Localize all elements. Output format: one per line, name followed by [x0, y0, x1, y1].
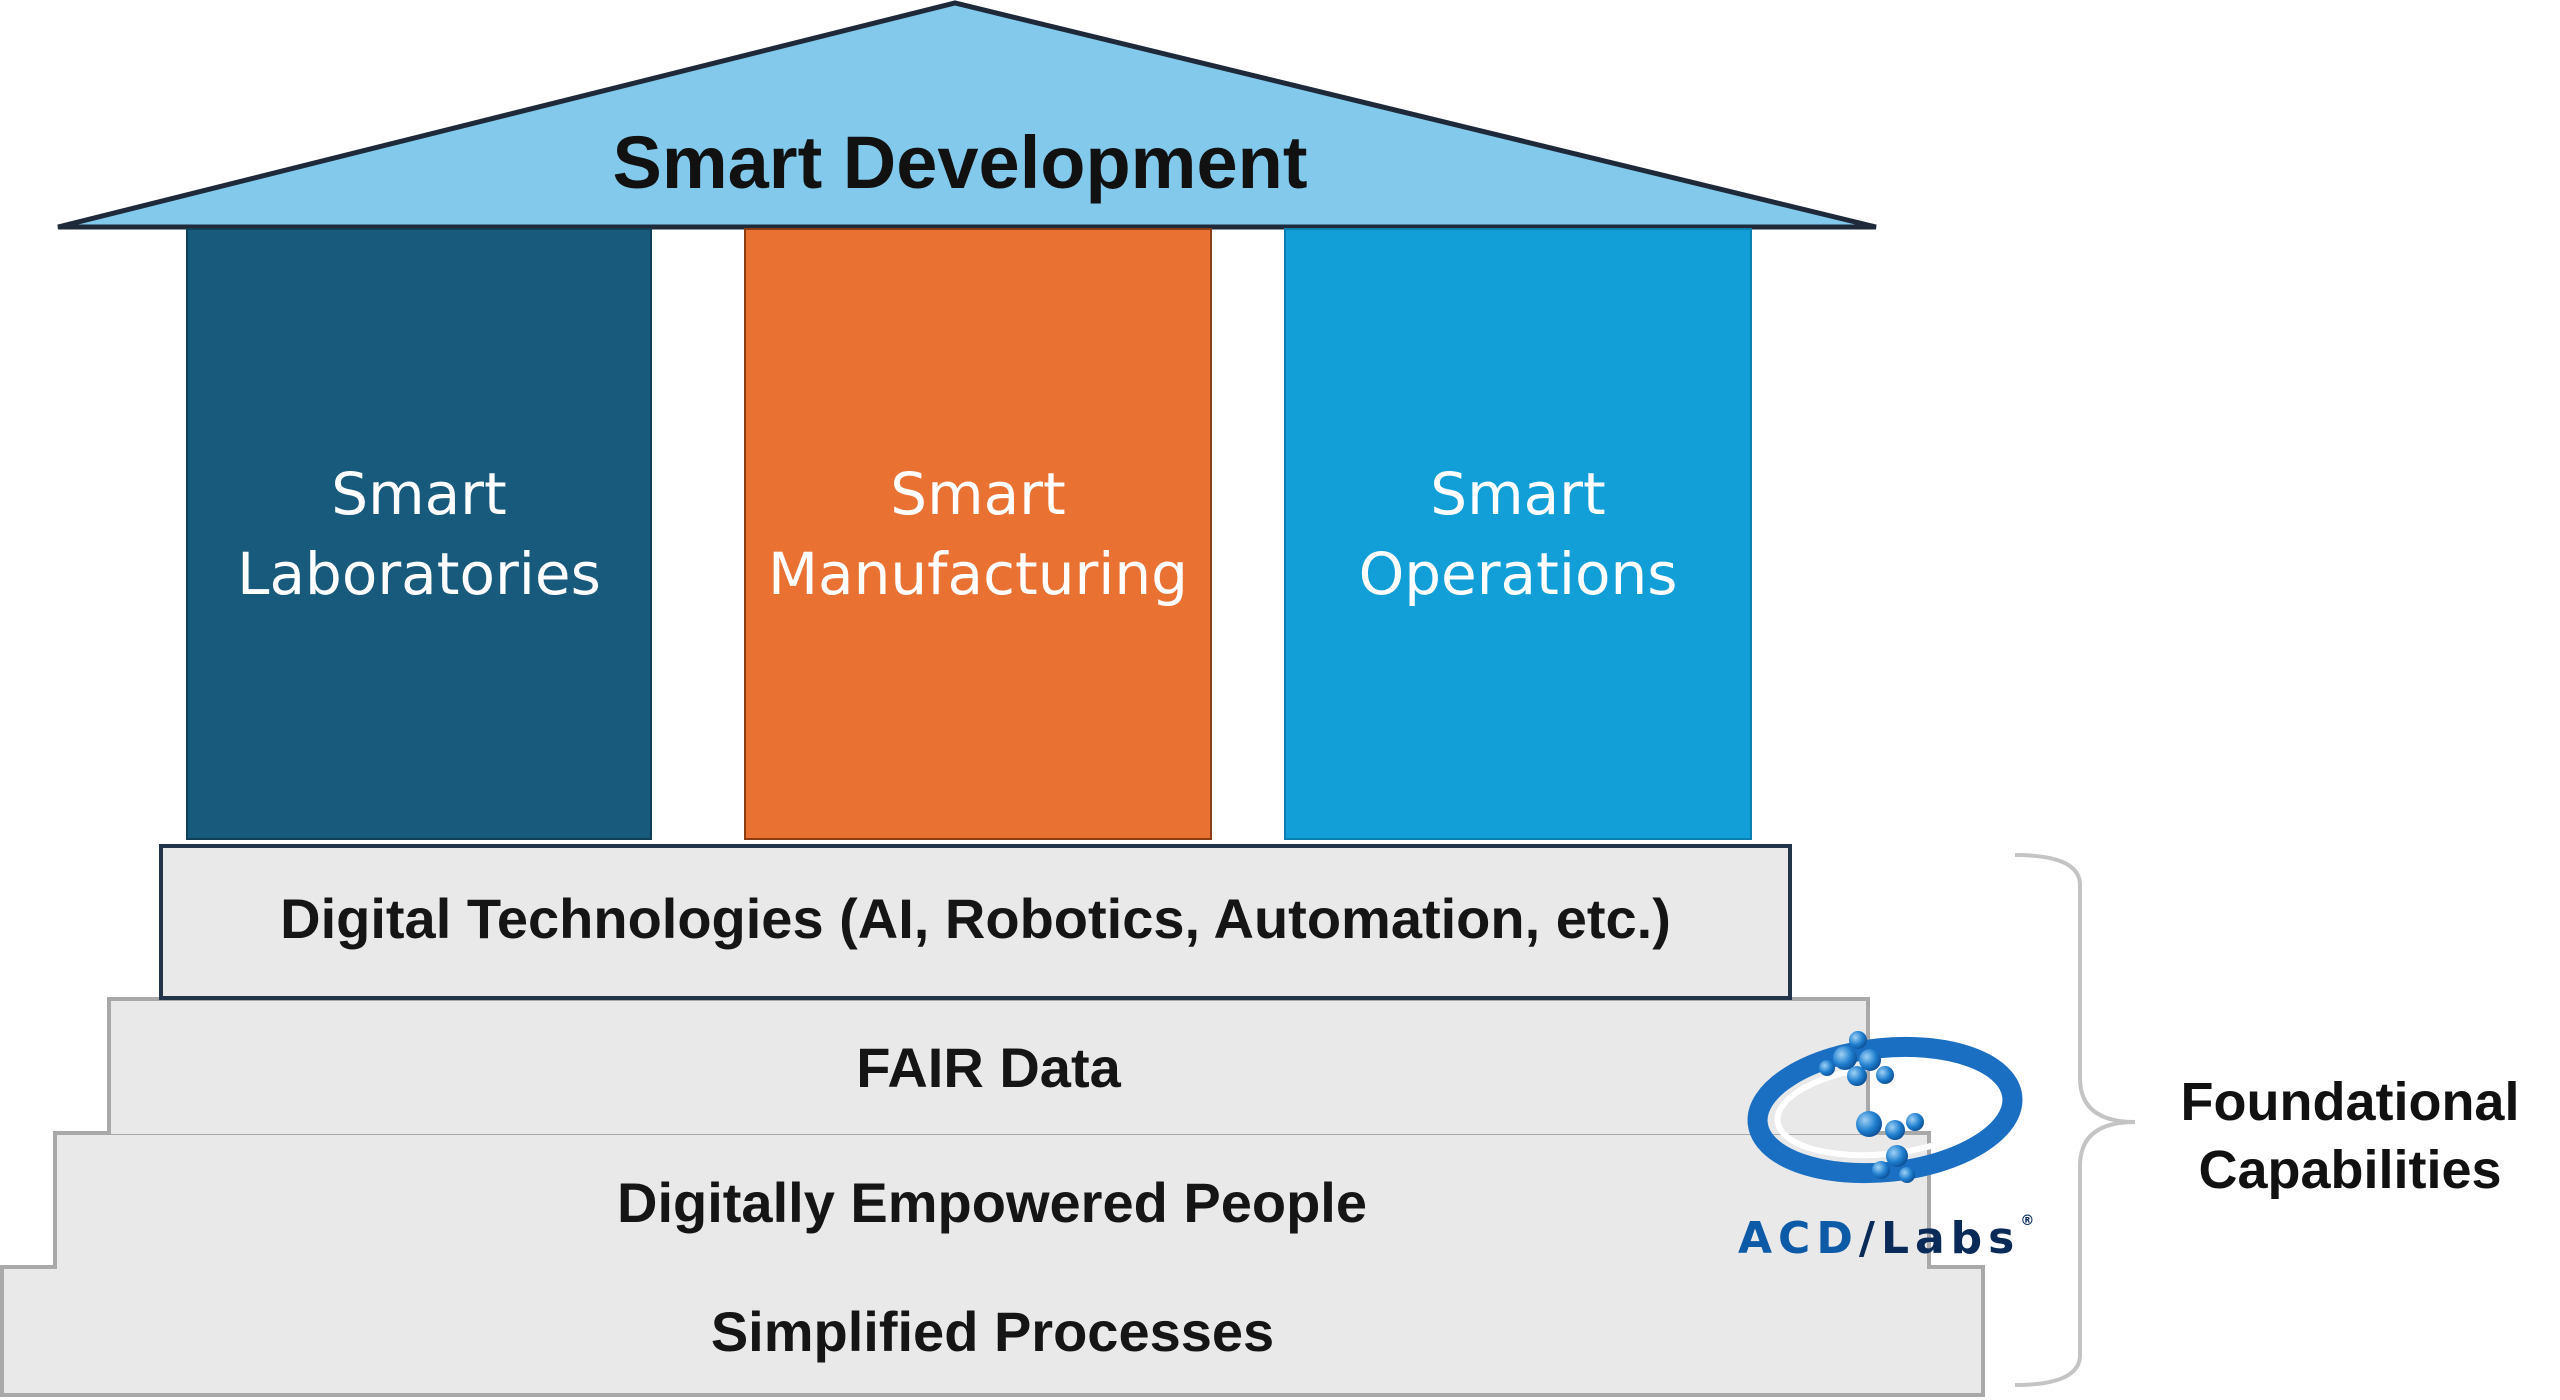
logo-prefix: ACD	[1738, 1213, 1859, 1264]
pillar-label-line2: Manufacturing	[768, 540, 1188, 608]
registered-mark: ®	[2020, 1213, 2035, 1229]
pillar-label-line2: Operations	[1358, 540, 1678, 608]
step-label: FAIR Data	[856, 1036, 1121, 1099]
pillar-smart-operations: Smart Operations	[1284, 228, 1752, 840]
step-label: Simplified Processes	[710, 1299, 1275, 1363]
logo-slash: /	[1858, 1213, 1881, 1264]
step-label: Digitally Empowered People	[617, 1170, 1367, 1234]
pillar-smart-laboratories: Smart Laboratories	[186, 228, 652, 840]
pillar-smart-manufacturing: Smart Manufacturing	[744, 228, 1212, 840]
curly-bracket	[2014, 853, 2135, 1387]
roof-triangle	[57, 0, 1877, 230]
acd-labs-wordmark: ACD/Labs®	[1738, 1213, 2058, 1273]
label-line2: Capabilities	[2198, 1140, 2502, 1200]
step-label: Digital Technologies (AI, Robotics, Auto…	[280, 886, 1671, 950]
pillar-label-line1: Smart	[331, 460, 507, 528]
acd-labs-logo-mark	[1747, 1031, 2023, 1184]
roof-title: Smart Development	[612, 121, 1308, 204]
logo-suffix: Labs	[1880, 1213, 2021, 1264]
pillar-label-line1: Smart	[890, 460, 1066, 528]
foundational-capabilities-label: Foundational Capabilities	[2150, 1068, 2550, 1204]
step-fair-data: FAIR Data	[107, 997, 1870, 1134]
step-digital-technologies: Digital Technologies (AI, Robotics, Auto…	[159, 844, 1792, 1000]
pillar-label-line1: Smart	[1430, 460, 1606, 528]
step-simplified-processes: Simplified Processes	[0, 1265, 1985, 1397]
pillar-label-line2: Laboratories	[237, 540, 601, 608]
step-digitally-empowered-people: Digitally Empowered People	[53, 1131, 1931, 1269]
label-line1: Foundational	[2180, 1072, 2520, 1132]
